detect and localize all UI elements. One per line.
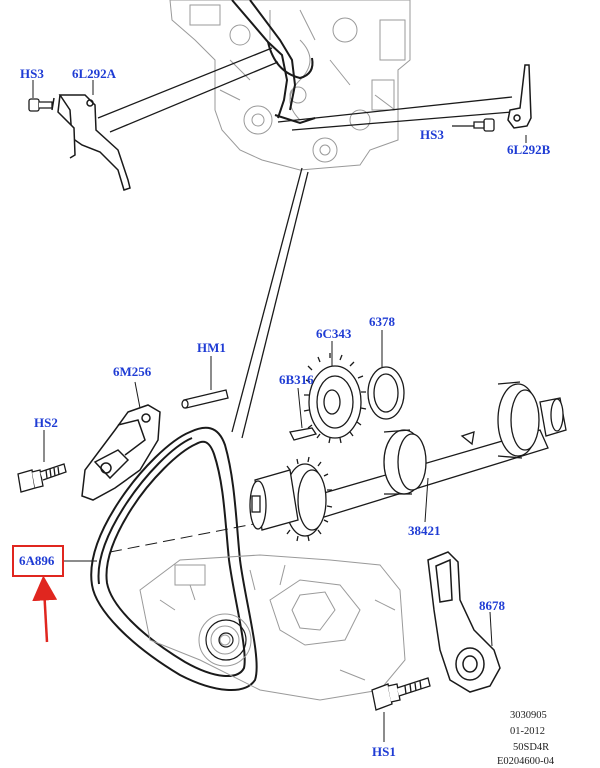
- leader-8678: [489, 611, 493, 647]
- shaft-38421: [249, 381, 567, 542]
- oil-pump-sketch: [139, 554, 406, 701]
- label-6c343: 6C343: [316, 326, 352, 341]
- label-hs3-left: HS3: [20, 66, 44, 81]
- gear-6c343: [303, 353, 367, 444]
- label-hs2: HS2: [34, 415, 58, 430]
- label-6a896: 6A896: [19, 553, 55, 568]
- ref-line-3: 50SD4R: [513, 742, 550, 753]
- washer-6378: [367, 366, 405, 420]
- tensioner-arm-8678: [427, 551, 501, 693]
- label-hs1: HS1: [372, 744, 396, 759]
- label-6l292a: 6L292A: [72, 66, 117, 81]
- engine-belt-path: [231, 0, 316, 125]
- label-38421: 38421: [408, 523, 441, 538]
- bolt-hs2: [17, 463, 67, 493]
- bolt-hs3-left: [28, 98, 53, 112]
- label-hm1: HM1: [197, 340, 226, 355]
- key-6b316: [289, 427, 318, 441]
- label-8678: 8678: [479, 598, 505, 613]
- leader-6b316: [297, 387, 303, 429]
- bolt-hs3-right: [452, 118, 495, 132]
- leader-38421: [424, 477, 429, 523]
- belt-centre-line: [109, 514, 301, 553]
- label-6m256: 6M256: [113, 364, 152, 379]
- highlight-box: [12, 545, 64, 577]
- leader-6m256: [134, 381, 141, 409]
- ref-line-1: 3030905: [510, 710, 547, 721]
- bolt-hs1: [371, 677, 431, 711]
- bracket-6l292a: [51, 94, 131, 191]
- label-hs3-right: HS3: [420, 127, 444, 142]
- red-arrow-icon: [32, 575, 58, 643]
- dowel-hm1: [181, 389, 229, 409]
- bracket-6l292b: [507, 64, 532, 129]
- oil-pump-sprocket: [205, 619, 247, 661]
- leader-lines: [97, 47, 513, 439]
- label-6378: 6378: [369, 314, 395, 329]
- tensioner-6m256: [81, 404, 161, 501]
- engine-block-sketch: [169, 0, 411, 171]
- label-6l292b: 6L292B: [507, 142, 551, 157]
- leaders-top: [32, 80, 527, 143]
- label-6b316: 6B316: [279, 372, 314, 387]
- ref-line-2: 01-2012: [510, 726, 545, 737]
- belt-6a896: [90, 426, 258, 691]
